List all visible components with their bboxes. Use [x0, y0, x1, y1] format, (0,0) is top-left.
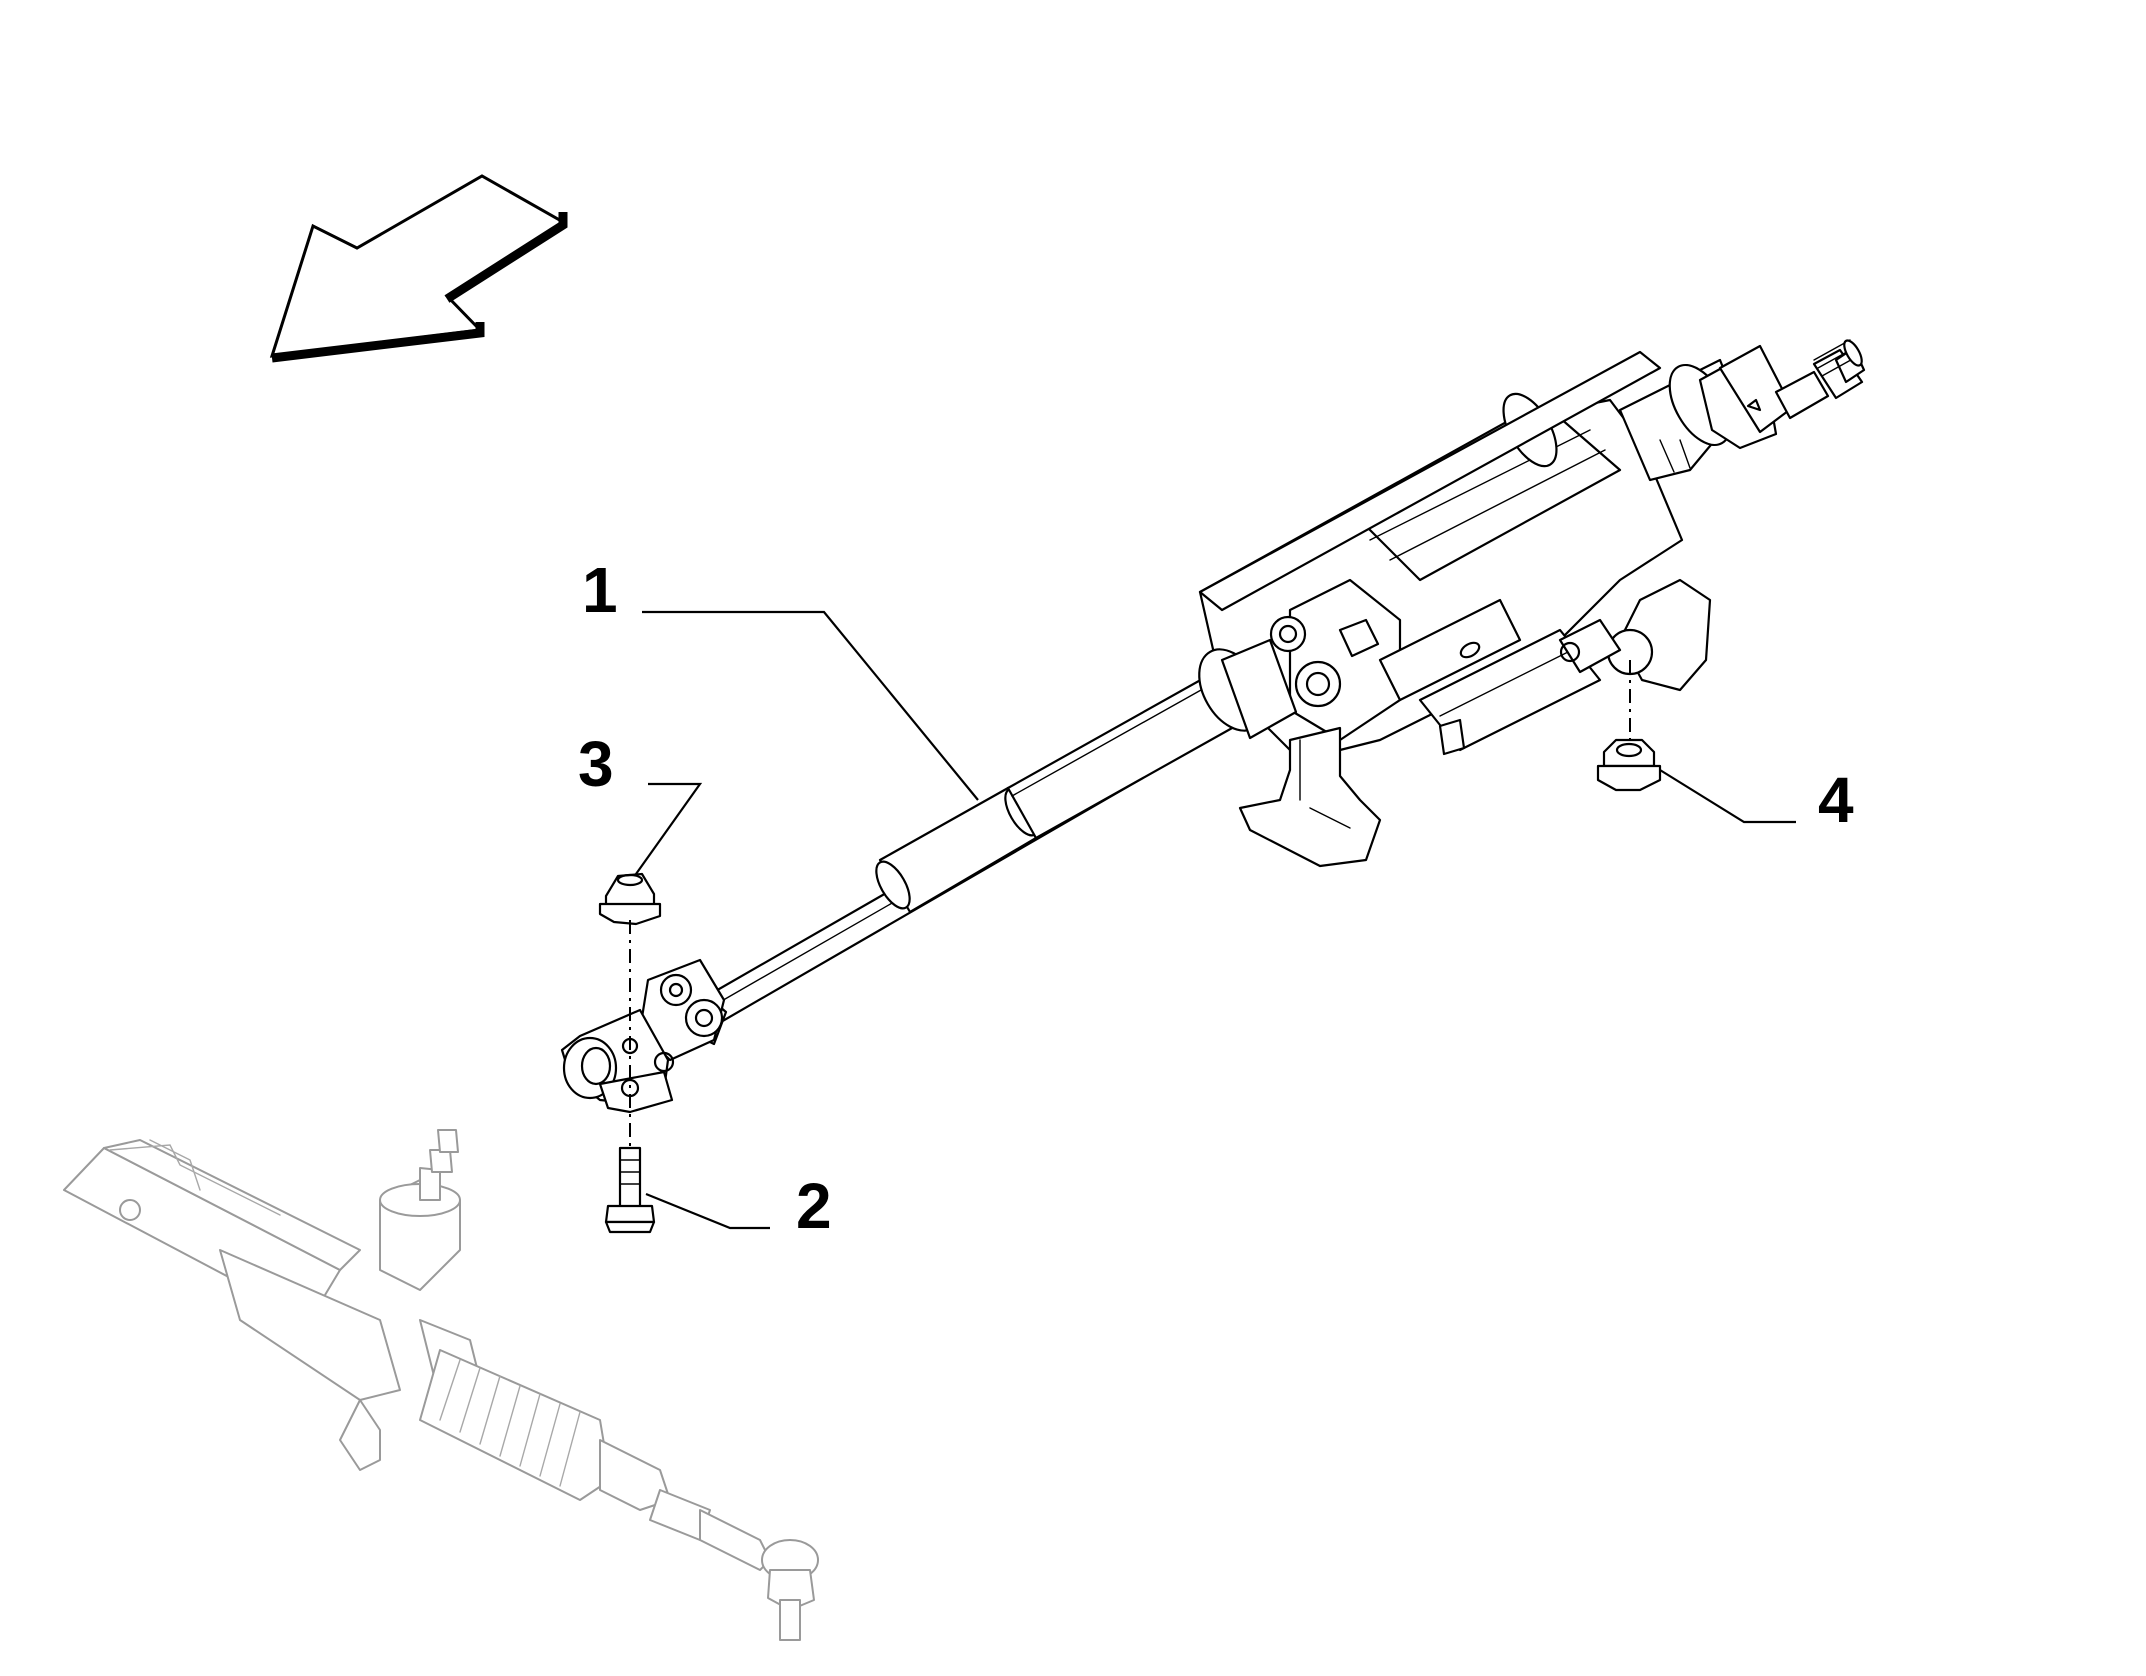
leader-2 [645, 1192, 770, 1230]
direction-arrow-icon [269, 174, 568, 363]
callout-2: 2 [796, 1170, 832, 1242]
flange-nut-4[interactable] [1596, 738, 1662, 792]
bolt-2[interactable] [604, 1146, 656, 1234]
steering-rack-icon [63, 1129, 819, 1641]
leader-3 [635, 782, 703, 875]
flange-nut-3[interactable] [598, 872, 662, 926]
leader-lines [635, 610, 1796, 1230]
leader-1 [642, 610, 979, 801]
rack-boot [419, 1349, 611, 1501]
callout-1: 1 [582, 554, 618, 626]
universal-joint [560, 958, 728, 1114]
callout-4: 4 [1818, 764, 1854, 836]
leader-4 [1659, 769, 1796, 824]
callout-3: 3 [578, 728, 614, 800]
assembly-centerlines [629, 660, 1631, 1148]
steering-column-part[interactable] [698, 338, 1866, 1028]
